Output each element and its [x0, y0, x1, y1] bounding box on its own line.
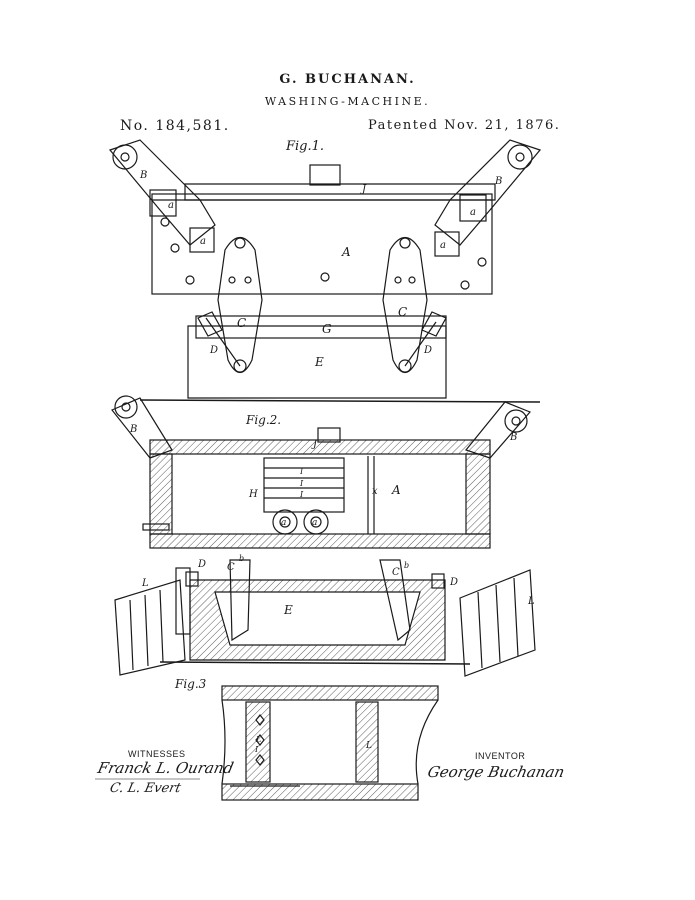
patent-number: No. 184,581. [120, 118, 230, 134]
label-E: E [283, 603, 293, 617]
witnesses-label: WITNESSES [128, 749, 186, 759]
fig2-label: Fig.2. [245, 413, 281, 427]
label-b: b [239, 554, 244, 563]
witness-1-signature: Franck L. Ourand [96, 759, 236, 777]
figure-1 [108, 139, 542, 403]
label-B: B [509, 432, 517, 443]
witness-2-signature: C. L. Evert [108, 781, 183, 796]
inventor-name: G. BUCHANAN. [279, 72, 416, 87]
label-D: D [197, 559, 206, 570]
label-G: G [322, 322, 332, 336]
figure-3 [221, 685, 439, 801]
fig3-label: Fig.3 [174, 677, 207, 691]
label-H: H [248, 489, 258, 500]
label-a: a [312, 518, 317, 528]
figure-2 [111, 395, 536, 677]
label-C: C [392, 567, 400, 578]
label-L: L [255, 735, 261, 744]
label-I: I [299, 490, 304, 499]
label-b: b [404, 561, 409, 570]
label-C: C [237, 316, 246, 330]
label-I: I [254, 745, 259, 754]
label-I: I [299, 479, 304, 488]
label-a: a [168, 200, 174, 211]
label-I: I [299, 467, 304, 476]
label-a: a [200, 236, 206, 247]
label-a: a [440, 240, 446, 251]
label-J: J [311, 439, 318, 450]
label-C: C [398, 305, 407, 319]
label-D: D [449, 577, 458, 588]
label-x: x [372, 486, 378, 497]
label-L: L [365, 741, 372, 751]
label-a: a [281, 518, 286, 528]
label-B: B [139, 170, 147, 181]
label-D: D [423, 345, 432, 356]
label-C: C [227, 562, 235, 573]
label-a: a [470, 207, 476, 218]
label-A: A [341, 245, 351, 259]
label-J: J [360, 184, 367, 195]
inventor-signature: George Buchanan [426, 763, 567, 781]
inventor-label: INVENTOR [475, 751, 526, 761]
label-A: A [391, 483, 401, 497]
label-L: L [141, 578, 149, 589]
label-B: B [494, 176, 502, 187]
label-B: B [129, 424, 137, 435]
patent-date: Patented Nov. 21, 1876. [368, 118, 561, 133]
label-D: D [209, 345, 218, 356]
label-L: L [527, 596, 535, 607]
label-E: E [314, 355, 324, 369]
patent-title: WASHING-MACHINE. [264, 95, 431, 108]
fig1-label: Fig.1. [285, 139, 324, 154]
